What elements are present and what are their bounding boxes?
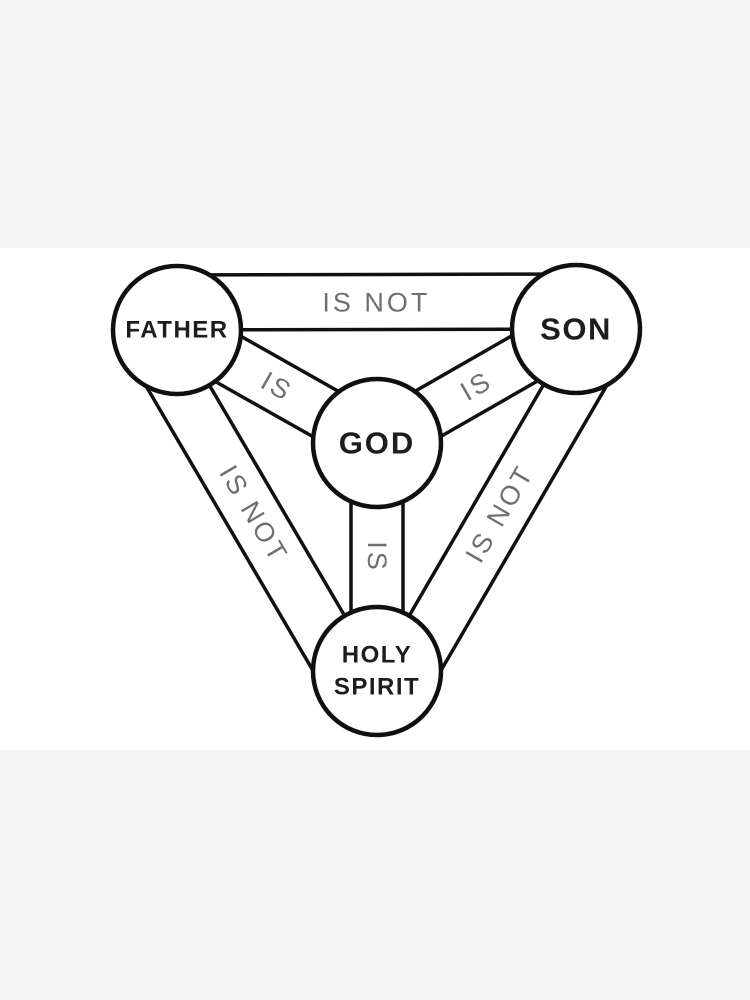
edge-label-holy-spirit-god: IS (362, 541, 392, 573)
node-father-circle (110, 263, 244, 397)
edge-label-father-son: IS NOT (322, 288, 430, 318)
node-son-label: SON (540, 312, 612, 347)
edge-label-son-god: IS (455, 365, 497, 407)
edge-label-father-god: IS (256, 366, 298, 408)
edge-label-father-holy-spirit: IS NOT (213, 460, 294, 568)
node-son-circle (509, 262, 643, 396)
edge-father-son-outer-line (209, 272, 544, 277)
edge-son-holy-spirit-outer-line (439, 384, 609, 672)
node-god-label: GOD (339, 426, 416, 461)
node-holy-spirit-label-line2: SPIRIT (334, 674, 420, 701)
edge-son-god-inner-line (439, 379, 540, 439)
node-god-circle (310, 376, 444, 510)
letterbox-bottom (0, 750, 750, 1000)
edge-son-god-outer-line (413, 333, 514, 393)
node-holy-spirit-circle (310, 604, 444, 738)
edge-son-holy-spirit-inner-line (407, 383, 546, 617)
edge-father-god-outer-line (239, 334, 340, 394)
edge-father-son-inner-line (240, 327, 513, 332)
edge-father-holy-spirit-outer-line (144, 385, 315, 672)
edge-father-god-inner-line (214, 379, 315, 439)
letterbox-top (0, 0, 750, 248)
edge-label-son-holy-spirit: IS NOT (460, 459, 540, 567)
node-holy-spirit-label-line1: HOLY (342, 642, 412, 669)
node-father-label: FATHER (125, 317, 228, 344)
edge-father-holy-spirit-inner-line (207, 384, 347, 617)
